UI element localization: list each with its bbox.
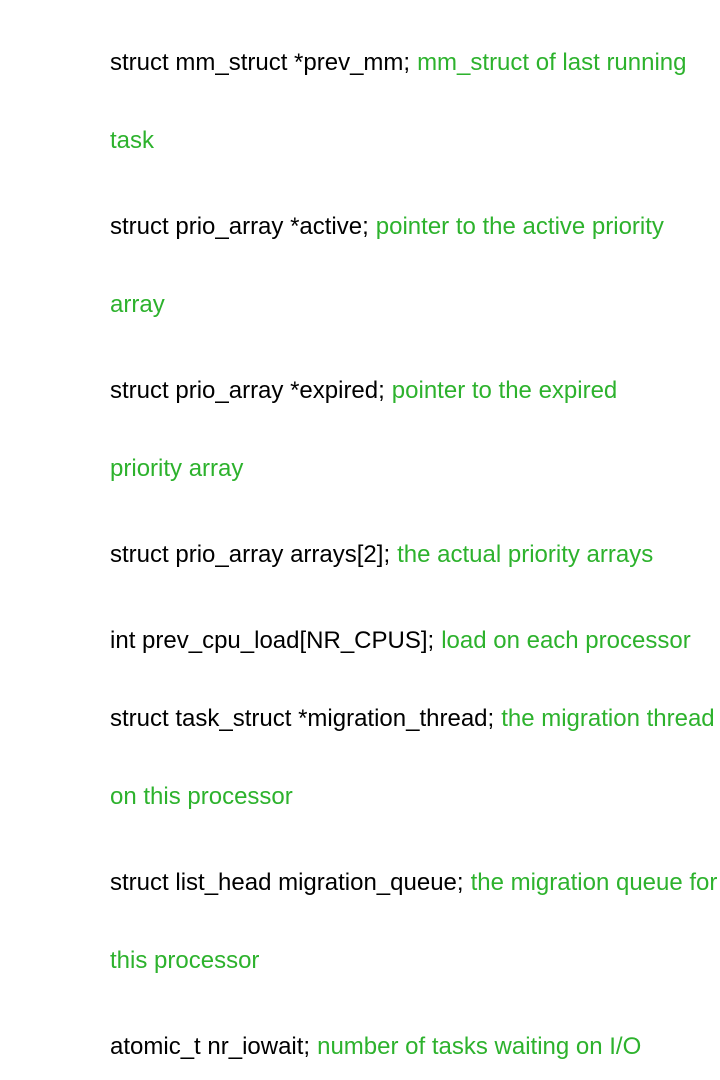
- comment-text: pointer to the expired: [391, 377, 618, 404]
- comment-text: the actual priority arrays: [397, 541, 654, 568]
- comment-text: task: [110, 127, 155, 154]
- code-text: struct task_struct *migration_thread;: [110, 705, 495, 732]
- code-line: struct prio_array *expired;pointer to th…: [70, 352, 702, 430]
- code-line: struct prio_array *active;pointer to the…: [70, 188, 702, 266]
- comment-text: array: [110, 291, 165, 318]
- code-line: struct prio_array arrays[2];the actual p…: [70, 516, 702, 594]
- code-line: struct mm_struct *prev_mm;mm_struct of l…: [70, 24, 702, 102]
- comment-text: pointer to the active priority: [375, 213, 664, 240]
- code-text: struct prio_array *active;: [110, 213, 369, 240]
- comment-text: priority array: [110, 455, 244, 482]
- code-line: atomic_t nr_iowait;number of tasks waiti…: [70, 1008, 702, 1080]
- code-line: task: [70, 102, 702, 180]
- code-block: struct mm_struct *prev_mm;mm_struct of l…: [70, 24, 717, 1080]
- comment-text: mm_struct of last running: [417, 49, 687, 76]
- code-text: atomic_t nr_iowait;: [110, 1033, 311, 1060]
- comment-text: this processor: [110, 947, 260, 974]
- code-text: int prev_cpu_load[NR_CPUS];: [110, 627, 435, 654]
- code-line: this processor: [70, 922, 702, 1000]
- comment-text: load on each processor: [441, 627, 691, 654]
- comment-text: on this processor: [110, 783, 293, 810]
- code-line: int prev_cpu_load[NR_CPUS];load on each …: [70, 602, 702, 680]
- slide-canvas: struct mm_struct *prev_mm;mm_struct of l…: [110, 49, 718, 1060]
- comment-text: the migration queue for: [470, 869, 718, 896]
- code-line: priority array: [70, 430, 702, 508]
- code-line: array: [70, 266, 702, 344]
- code-line: on this processor: [70, 758, 702, 836]
- comment-text: number of tasks waiting on I/O: [317, 1033, 642, 1060]
- comment-text: the migration thread: [501, 705, 715, 732]
- code-text: struct mm_struct *prev_mm;: [110, 49, 411, 76]
- code-line: struct list_head migration_queue;the mig…: [70, 844, 717, 922]
- code-text: struct prio_array *expired;: [110, 377, 385, 404]
- code-text: struct prio_array arrays[2];: [110, 541, 391, 568]
- code-line: struct task_struct *migration_thread;the…: [70, 680, 715, 758]
- code-text: struct list_head migration_queue;: [110, 869, 464, 896]
